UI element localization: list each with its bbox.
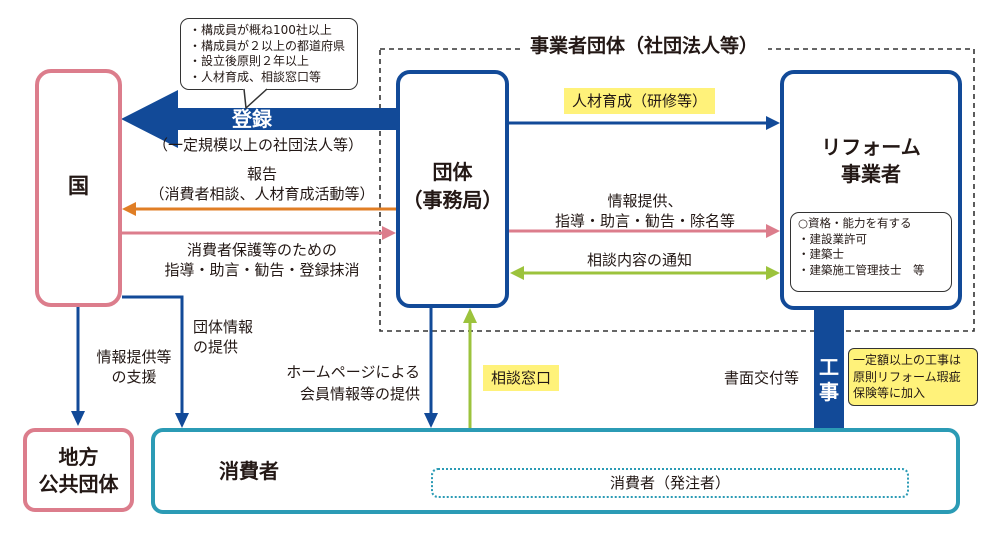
node-dantai-line1: 団体 (432, 160, 473, 184)
info-label-line2: 指導・助言・勧告・除名等 (554, 212, 735, 230)
node-kuni-label: 国 (68, 174, 89, 198)
info-label-line1: 情報提供、 (607, 192, 683, 210)
report-label-line1: 報告 (246, 165, 277, 183)
training-arrow-head (766, 116, 780, 130)
construction-arrow (790, 310, 868, 468)
node-consumer: 消費者 (151, 428, 960, 514)
report-arrow-head (122, 202, 136, 216)
consult-notice-label: 相談内容の通知 (587, 251, 693, 269)
callout-item: ・構成員が概ね100社以上 (189, 23, 332, 37)
info-arrow-head (766, 224, 780, 238)
training-label: 人材育成（研修等） (564, 88, 716, 114)
kuni-to-consumer-head (175, 413, 189, 428)
node-dantai: 団体 （事務局） (396, 70, 509, 308)
construction-label-char1: 工 (819, 355, 839, 379)
node-local-gov: 地方 公共団体 (23, 428, 134, 512)
qualification-item: ・建築士 (798, 247, 844, 261)
kuni-to-consumer-line (122, 295, 184, 413)
insurance-note-line3: 保険等に加入 (853, 386, 926, 400)
guidance-arrow-head (382, 226, 396, 240)
consult-window-label: 相談窓口 (483, 365, 560, 391)
callout-item: ・構成員が２以上の都道府県 (189, 38, 346, 53)
node-local-gov-label: 地方 公共団体 (27, 444, 130, 498)
requirements-callout: ・構成員が概ね100社以上 ・構成員が２以上の都道府県 ・設立後原則２年以上 ・… (180, 18, 358, 110)
callout-tail (243, 88, 268, 110)
homepage-label-line1: ホームページによる (286, 363, 420, 381)
insurance-note-line2: 原則リフォーム瑕疵 (853, 369, 961, 384)
node-orderer: 消費者（発注者） (431, 468, 909, 498)
node-reform-title: リフォーム 事業者 (784, 134, 958, 188)
node-dantai-line2: （事務局） (402, 188, 503, 212)
homepage-label-line2: 会員情報等の提供 (299, 385, 420, 403)
node-kuni: 国 (35, 69, 122, 307)
qualification-item: ○資格・能力を有する (798, 216, 912, 230)
support-label: 情報提供等 の支援 (84, 347, 184, 387)
callout-item: ・人材育成、相談窓口等 (189, 69, 322, 84)
report-label: 報告 （消費者相談、人材育成活動等） (140, 164, 384, 204)
info-label: 情報提供、 指導・助言・勧告・除名等 (525, 191, 765, 231)
guidance-label: 消費者保護等のための 指導・助言・勧告・登録抹消 (140, 240, 384, 280)
registration-arrow (121, 90, 396, 148)
node-local-gov-line1: 地方 (58, 445, 99, 469)
node-orderer-label: 消費者（発注者） (609, 474, 730, 492)
kuni-to-local-head (71, 411, 85, 426)
construction-label: 工 事 (814, 355, 844, 405)
consult-window-head-top (463, 308, 477, 323)
support-label-line2: の支援 (111, 368, 157, 386)
qualification-item: ・建築施工管理技士 等 (798, 262, 925, 277)
guidance-label-line1: 消費者保護等のための (186, 241, 337, 259)
group-title: 事業者団体（社団法人等） (520, 33, 769, 59)
report-label-line2: （消費者相談、人材育成活動等） (149, 185, 375, 203)
construction-label-char2: 事 (819, 380, 839, 404)
qualification-item: ・建設業許可 (798, 231, 867, 246)
node-local-gov-line2: 公共団体 (38, 472, 119, 496)
consult-notice-head-left (510, 266, 524, 280)
group-info-label-line1: 団体情報 (193, 318, 254, 336)
homepage-head (424, 413, 438, 428)
group-info-label: 団体情報 の提供 (193, 317, 253, 357)
registration-sublabel: （一定規模以上の社団法人等） (153, 136, 364, 154)
node-reform-title-line2: 事業者 (841, 162, 901, 186)
insurance-note-line1: 一定額以上の工事は (853, 353, 962, 367)
support-label-line1: 情報提供等 (96, 348, 172, 366)
guidance-label-line2: 指導・助言・勧告・登録抹消 (164, 261, 360, 279)
consult-notice-head-right (766, 266, 780, 280)
node-consumer-label: 消費者 (219, 459, 279, 483)
insurance-note: 一定額以上の工事は 原則リフォーム瑕疵 保険等に加入 (848, 348, 978, 406)
node-reform: リフォーム 事業者 ○資格・能力を有する ・建設業許可 ・建築士 ・建築施工管理… (780, 70, 962, 310)
homepage-label: ホームページによる 会員情報等の提供 (268, 361, 420, 405)
group-info-label-line2: の提供 (193, 338, 239, 356)
documents-label: 書面交付等 (724, 369, 800, 387)
node-dantai-label: 団体 （事務局） (400, 158, 505, 214)
qualification-box: ○資格・能力を有する ・建設業許可 ・建築士 ・建築施工管理技士 等 (790, 212, 952, 292)
registration-label: 登録 (232, 107, 272, 131)
node-reform-title-line1: リフォーム (821, 135, 921, 159)
callout-item: ・設立後原則２年以上 (189, 54, 310, 68)
